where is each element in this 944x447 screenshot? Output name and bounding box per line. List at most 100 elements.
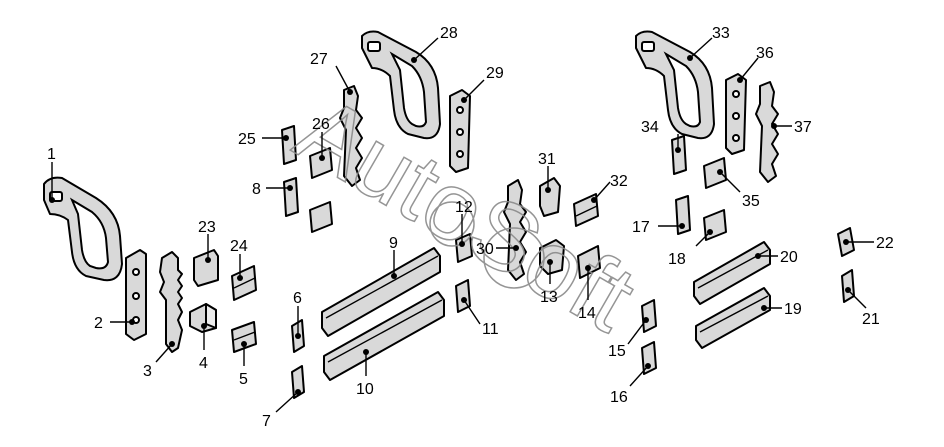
svg-text:19: 19 <box>784 301 802 318</box>
part-27-toothed-bar[interactable] <box>339 85 363 187</box>
svg-text:30: 30 <box>476 241 494 258</box>
callout-12[interactable]: 12 <box>455 199 473 247</box>
svg-text:1: 1 <box>47 146 56 163</box>
svg-text:10: 10 <box>356 381 374 398</box>
svg-text:5: 5 <box>239 371 248 388</box>
svg-text:35: 35 <box>742 193 760 210</box>
callout-3[interactable]: 3 <box>143 341 175 380</box>
callout-30[interactable]: 30 <box>476 241 519 258</box>
svg-text:21: 21 <box>862 311 880 328</box>
part-plate-unlabeled[interactable] <box>309 201 333 233</box>
part-36-bracket[interactable] <box>725 73 747 155</box>
callouts: 1 2 3 4 5 6 7 8 <box>47 25 894 430</box>
svg-text:8: 8 <box>252 181 261 198</box>
part-10-long-channel[interactable] <box>323 291 445 381</box>
callout-28[interactable]: 28 <box>411 25 458 63</box>
callout-2[interactable]: 2 <box>94 315 135 332</box>
callout-25[interactable]: 25 <box>238 131 289 148</box>
callout-37[interactable]: 37 <box>771 119 812 136</box>
svg-text:20: 20 <box>780 249 798 266</box>
part-28-frame[interactable] <box>361 30 441 140</box>
svg-text:16: 16 <box>610 389 628 406</box>
svg-text:23: 23 <box>198 219 216 236</box>
callout-7[interactable]: 7 <box>262 389 301 430</box>
callout-16[interactable]: 16 <box>610 363 651 406</box>
callout-21[interactable]: 21 <box>845 287 880 328</box>
part-16-clip[interactable] <box>641 341 657 375</box>
callout-36[interactable]: 36 <box>737 45 774 83</box>
part-35-plate[interactable] <box>703 157 727 189</box>
callout-27[interactable]: 27 <box>310 51 353 95</box>
callout-4[interactable]: 4 <box>199 323 208 372</box>
callout-20[interactable]: 20 <box>755 249 798 266</box>
svg-text:25: 25 <box>238 131 256 148</box>
part-26-plate[interactable] <box>309 147 333 179</box>
svg-text:29: 29 <box>486 65 504 82</box>
callout-26[interactable]: 26 <box>312 116 330 161</box>
part-13-bracket[interactable] <box>539 239 565 275</box>
part-4-angle-bracket[interactable] <box>189 303 217 333</box>
svg-text:3: 3 <box>143 363 152 380</box>
part-37-toothed-bar[interactable] <box>755 81 779 183</box>
svg-text:26: 26 <box>312 116 330 133</box>
part-31-bracket[interactable] <box>539 177 561 217</box>
callout-6[interactable]: 6 <box>293 290 302 339</box>
svg-text:24: 24 <box>230 238 248 255</box>
callout-5[interactable]: 5 <box>239 341 248 388</box>
callout-14[interactable]: 14 <box>578 265 596 322</box>
part-34-bracket[interactable] <box>671 135 687 175</box>
callout-1[interactable]: 1 <box>47 146 56 203</box>
part-12-clip[interactable] <box>455 233 473 263</box>
callout-33[interactable]: 33 <box>687 25 730 61</box>
svg-text:27: 27 <box>310 51 328 68</box>
svg-text:17: 17 <box>632 219 650 236</box>
svg-text:36: 36 <box>756 45 774 62</box>
svg-text:6: 6 <box>293 290 302 307</box>
svg-text:2: 2 <box>94 315 103 332</box>
callout-8[interactable]: 8 <box>252 181 293 198</box>
callout-32[interactable]: 32 <box>591 173 628 203</box>
part-23-bracket[interactable] <box>193 249 219 287</box>
svg-text:31: 31 <box>538 151 556 168</box>
callout-24[interactable]: 24 <box>230 238 248 281</box>
part-8-bracket[interactable] <box>283 177 299 217</box>
callout-35[interactable]: 35 <box>717 169 760 210</box>
part-9-long-channel[interactable] <box>321 247 441 337</box>
callout-11[interactable]: 11 <box>461 297 499 338</box>
svg-text:18: 18 <box>668 251 686 268</box>
callout-17[interactable]: 17 <box>632 219 685 236</box>
svg-text:14: 14 <box>578 305 596 322</box>
part-30-toothed-bar[interactable] <box>503 179 527 281</box>
part-14-plate[interactable] <box>577 245 601 279</box>
part-1-frame[interactable] <box>43 176 123 282</box>
part-7-clip[interactable] <box>291 365 305 399</box>
svg-text:32: 32 <box>610 173 628 190</box>
callout-9[interactable]: 9 <box>389 235 398 279</box>
part-5-plate[interactable] <box>231 321 257 353</box>
part-33-frame[interactable] <box>635 30 715 140</box>
part-29-bracket[interactable] <box>449 89 471 173</box>
callout-22[interactable]: 22 <box>843 235 894 252</box>
callout-23[interactable]: 23 <box>198 219 216 263</box>
part-21-clip[interactable] <box>841 269 855 303</box>
svg-text:33: 33 <box>712 25 730 42</box>
part-3-toothed-bar[interactable] <box>159 251 183 353</box>
svg-text:11: 11 <box>482 321 499 338</box>
svg-text:15: 15 <box>608 343 626 360</box>
part-11-clip[interactable] <box>455 279 471 313</box>
part-24-plate[interactable] <box>231 265 257 301</box>
part-19-channel[interactable] <box>695 287 771 349</box>
callout-34[interactable]: 34 <box>641 119 681 153</box>
svg-text:4: 4 <box>199 355 208 372</box>
svg-text:13: 13 <box>540 289 558 306</box>
part-2-bracket[interactable] <box>125 249 147 341</box>
callout-29[interactable]: 29 <box>461 65 504 103</box>
callout-18[interactable]: 18 <box>668 229 713 268</box>
callout-13[interactable]: 13 <box>540 259 558 306</box>
part-15-clip[interactable] <box>641 299 657 333</box>
callout-15[interactable]: 15 <box>608 317 649 360</box>
callout-10[interactable]: 10 <box>356 349 374 398</box>
callout-19[interactable]: 19 <box>761 301 802 318</box>
callout-31[interactable]: 31 <box>538 151 556 193</box>
